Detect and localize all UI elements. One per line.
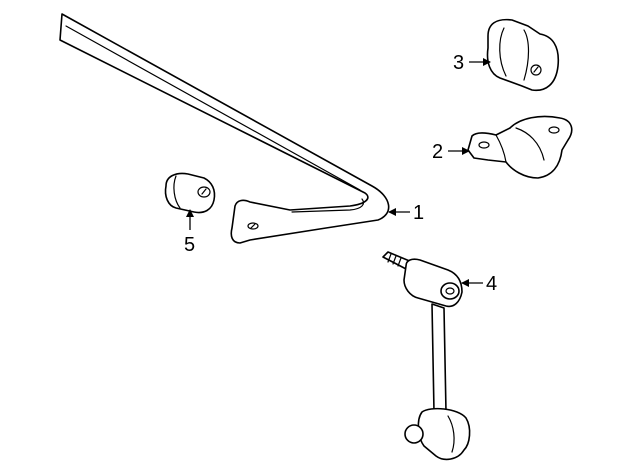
callout-5: 5 bbox=[184, 209, 195, 256]
callout-5-label: 5 bbox=[184, 234, 195, 256]
stabilizer-link bbox=[382, 251, 471, 461]
callout-1: 1 bbox=[388, 202, 424, 224]
callout-3: 3 bbox=[453, 52, 491, 74]
callout-2-label: 2 bbox=[432, 141, 443, 163]
bracket bbox=[467, 115, 573, 179]
bushing bbox=[486, 18, 560, 92]
callout-2: 2 bbox=[432, 141, 470, 163]
callout-3-label: 3 bbox=[453, 52, 464, 74]
stabilizer-bar bbox=[59, 13, 390, 244]
callout-4-label: 4 bbox=[486, 273, 497, 295]
callout-1-label: 1 bbox=[413, 202, 424, 224]
bushing-nut bbox=[164, 172, 216, 214]
callout-4: 4 bbox=[461, 273, 497, 295]
